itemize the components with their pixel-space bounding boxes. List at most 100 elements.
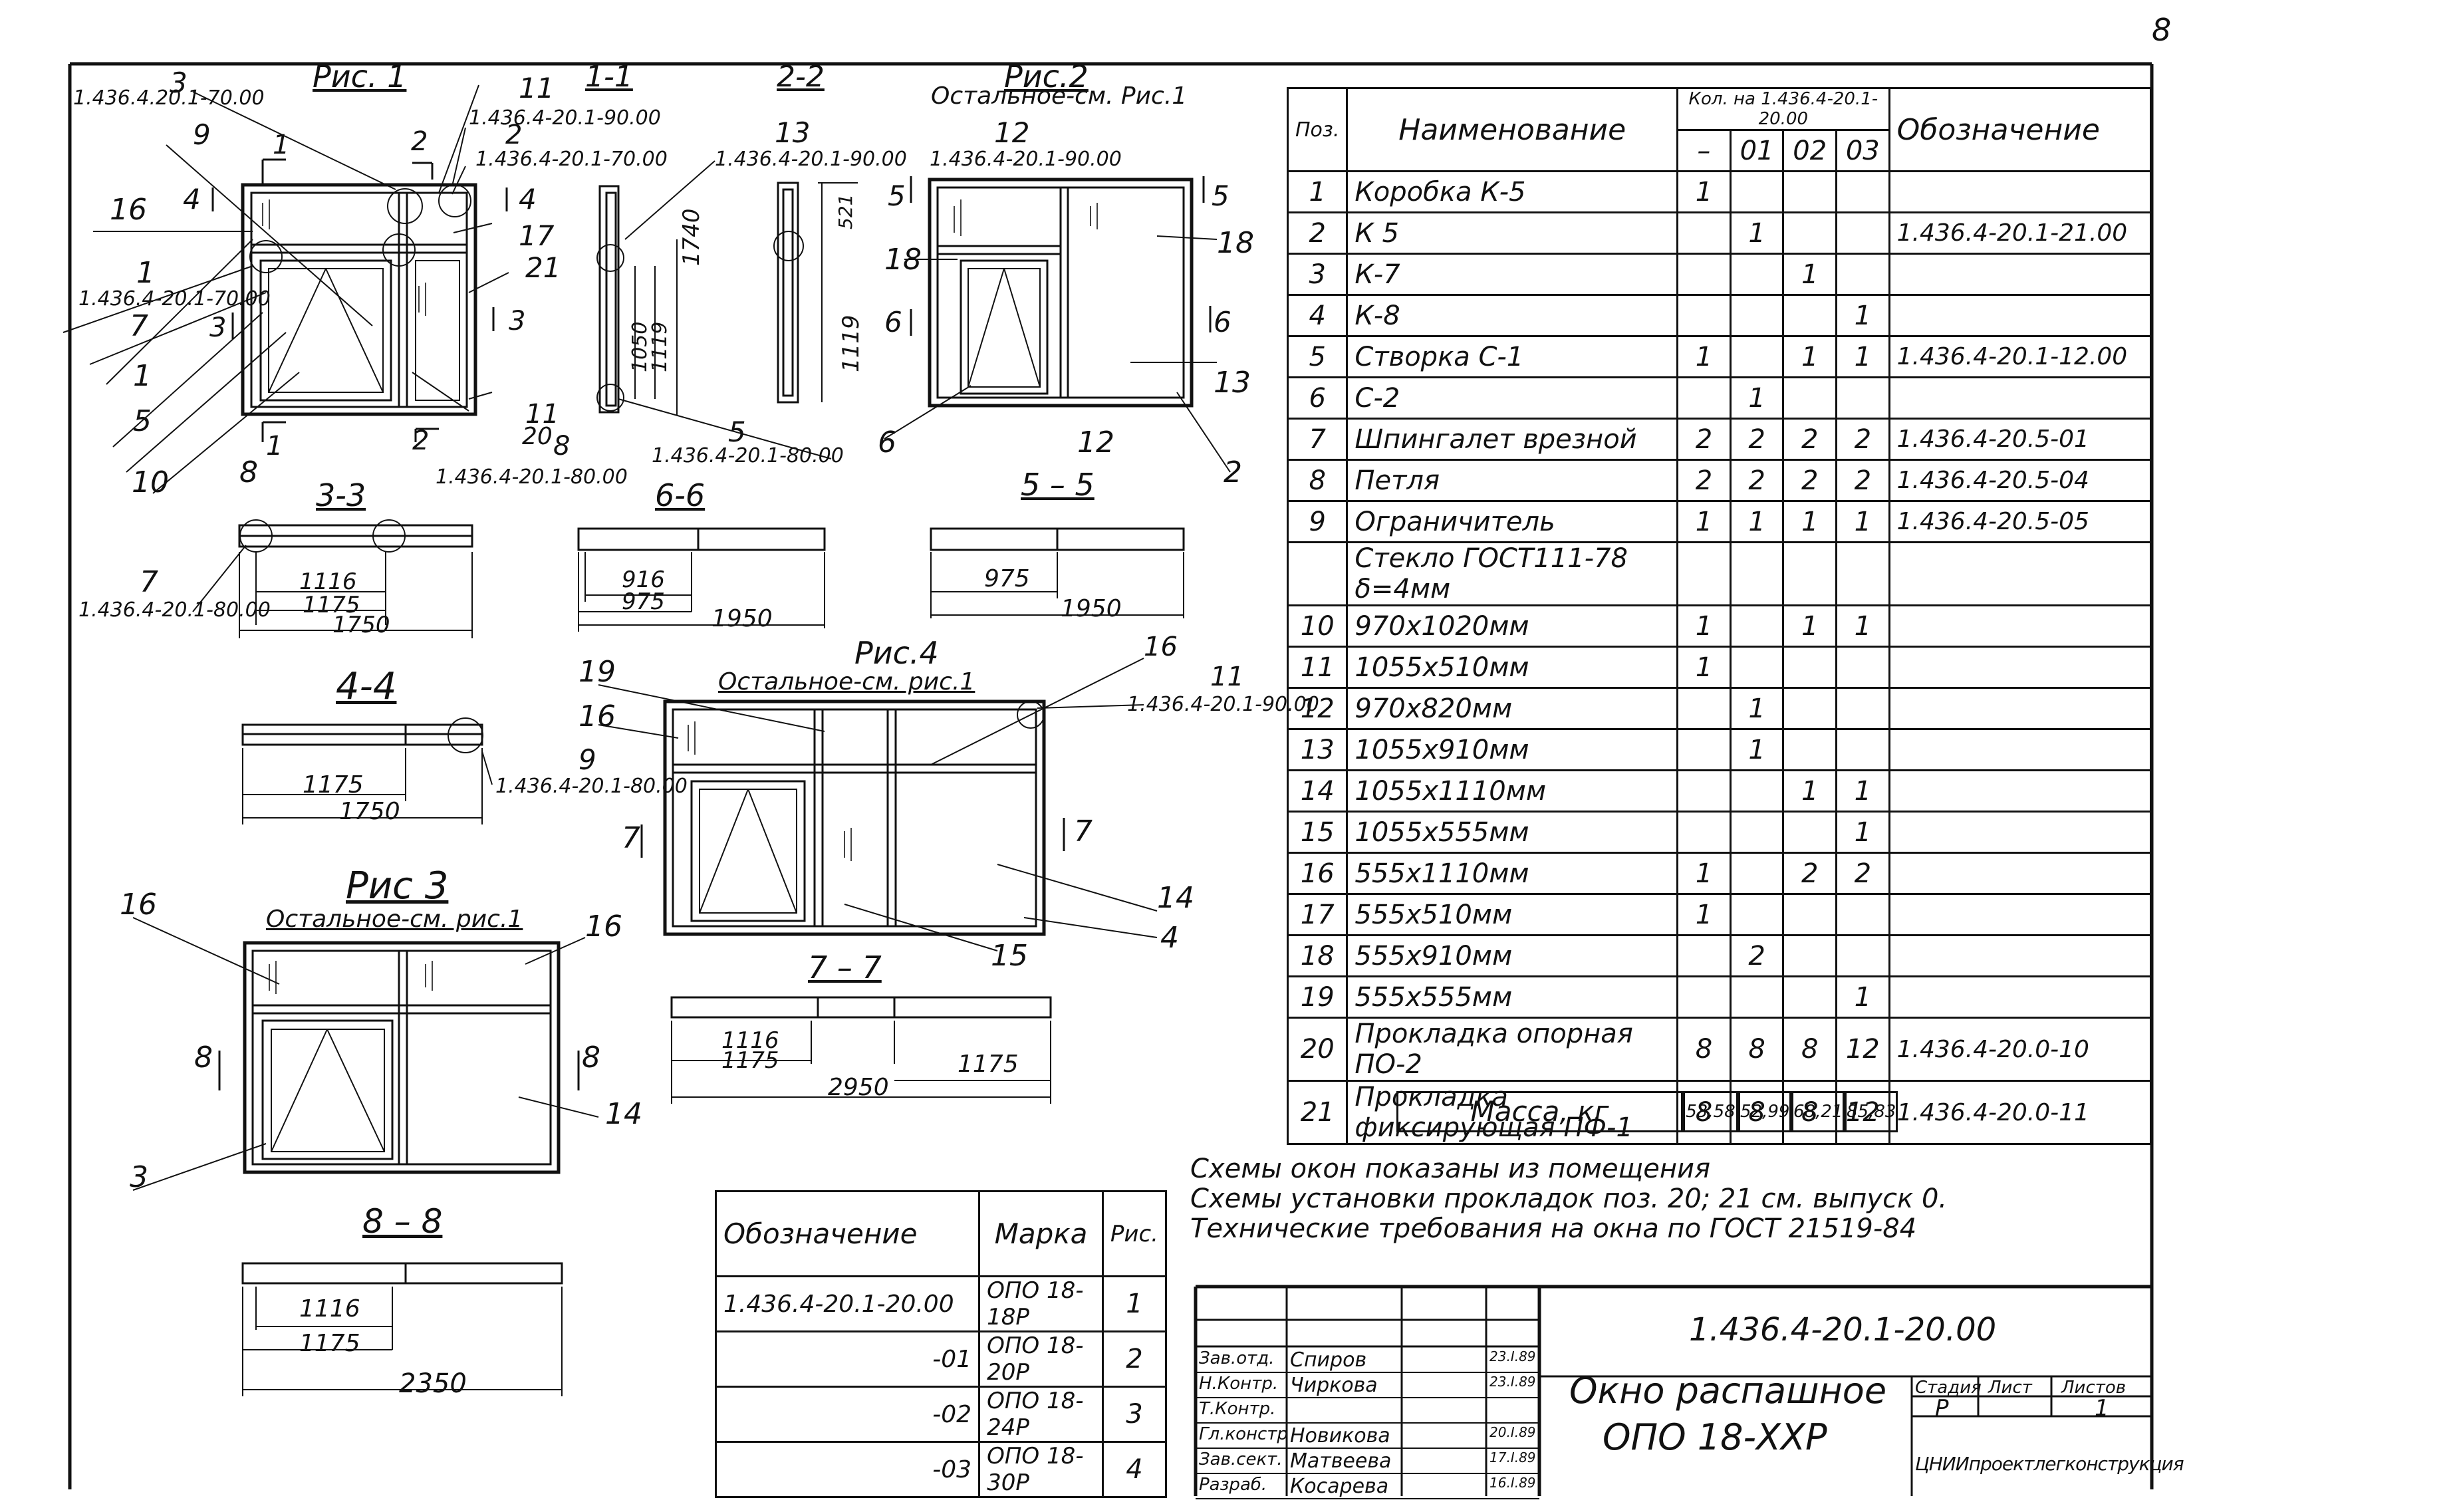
dim-1175: 1175 — [303, 592, 360, 618]
spec-cell-q2 — [1782, 811, 1837, 854]
stamp-row-divider — [1196, 1498, 1539, 1499]
callout-16-fig4: 16 — [579, 699, 616, 733]
spec-cell-q1 — [1729, 975, 1785, 1019]
spec-cell-name: 555x510мм — [1346, 893, 1679, 936]
spec-header-v3: 03 — [1835, 129, 1890, 172]
callout-ref-90: 1.436.4-20.1-90.00 — [469, 106, 661, 130]
stamp-role: Зав.сект. — [1199, 1449, 1283, 1469]
stamp-row-divider — [1196, 1422, 1539, 1424]
section-3-3-title: 3-3 — [316, 477, 366, 513]
sheet-title-line2: ОПО 18-ХХР — [1603, 1416, 1827, 1458]
spec-cell-q1: 1 — [1729, 376, 1785, 420]
spec-cell-q0: 1 — [1676, 893, 1732, 936]
spec-cell-name: К 5 — [1346, 211, 1679, 255]
spec-cell-q3: 1 — [1835, 294, 1890, 337]
spec-cell-q1: 2 — [1729, 418, 1785, 461]
spec-cell-pos: 3 — [1286, 253, 1349, 296]
spec-cell-q2 — [1782, 893, 1837, 936]
spec-cell-q3: 12 — [1835, 1017, 1890, 1082]
section-3-3-drawing — [192, 519, 473, 638]
spec-cell-q0 — [1676, 294, 1732, 337]
callout-13: 13 — [775, 116, 811, 149]
dim-1175c: 1175 — [721, 1047, 779, 1074]
callout-11-fig4: 11 — [1210, 662, 1244, 692]
section-7-7-drawing — [670, 996, 1052, 1104]
stamp-role: Н.Контр. — [1199, 1374, 1279, 1394]
dim-521: 521 — [835, 193, 856, 229]
spec-cell-pos: 12 — [1286, 687, 1349, 730]
callout-3-mark: 3 — [209, 313, 227, 343]
spec-cell-q3: 2 — [1835, 459, 1890, 502]
callout-16-fig3: 16 — [120, 888, 157, 922]
note-3: Технические требования на окна по ГОСТ 2… — [1190, 1213, 1917, 1244]
fig2-title: Рис.2 — [1004, 59, 1089, 94]
stamp-role: Гл.констр — [1199, 1424, 1288, 1444]
spec-cell-q0: 1 — [1676, 604, 1732, 648]
spec-cell-q1: 2 — [1729, 934, 1785, 977]
sheet-label: Лист — [1988, 1378, 2032, 1398]
spec-cell-des — [1888, 893, 2152, 936]
spec-table: Поз. Наименование Кол. на 1.436.4-20.1-2… — [1286, 87, 2152, 1145]
spec-cell-des — [1888, 604, 2152, 648]
spec-cell-pos: 1 — [1286, 170, 1349, 213]
stamp-role: Т.Контр. — [1199, 1399, 1276, 1419]
spec-cell-q3: 2 — [1835, 852, 1890, 895]
spec-cell-name: К-7 — [1346, 253, 1679, 296]
callout-10: 10 — [132, 465, 169, 499]
stamp-role: Разраб. — [1199, 1475, 1267, 1495]
spec-cell-q0: 1 — [1676, 335, 1732, 378]
stage-value: Р — [1935, 1395, 1949, 1422]
spec-cell-q2: 1 — [1782, 253, 1837, 296]
spec-cell-des — [1888, 934, 2152, 977]
section-6-6-title: 6-6 — [655, 477, 706, 513]
spec-cell-q3 — [1835, 376, 1890, 420]
marks-cell-fig: 4 — [1101, 1441, 1168, 1498]
stamp-row-divider — [1196, 1473, 1539, 1474]
callout-8-right: 8 — [553, 431, 571, 461]
spec-cell-name: 1055x510мм — [1346, 646, 1679, 689]
callout-3-right: 3 — [509, 306, 526, 336]
spec-cell-q3: 1 — [1835, 335, 1890, 378]
stamp-date: 20.I.89 — [1489, 1424, 1536, 1440]
spec-cell-pos: 6 — [1286, 376, 1349, 420]
spec-cell-q0 — [1676, 975, 1732, 1019]
marks-cell-des: -03 — [714, 1441, 981, 1498]
fig2-window — [884, 176, 1231, 473]
spec-header-designation: Обозначение — [1888, 87, 2152, 172]
callout-ref-70c: 1.436.4-20.1-70.00 — [78, 287, 271, 311]
spec-cell-q1: 1 — [1729, 211, 1785, 255]
dim-1175d: 1175 — [958, 1051, 1019, 1078]
sheets-label: Листов — [2061, 1378, 2127, 1398]
callout-14-fig3: 14 — [605, 1097, 642, 1131]
spec-cell-name: Прокладка опорная ПО-2 — [1346, 1017, 1679, 1082]
spec-cell-q2: 2 — [1782, 459, 1837, 502]
stamp-name: Косарева — [1290, 1475, 1389, 1498]
spec-cell-pos: 16 — [1286, 852, 1349, 895]
spec-cell-des — [1888, 852, 2152, 895]
spec-cell-des: 1.436.4-20.1-12.00 — [1888, 335, 2152, 378]
dim-1175b: 1175 — [303, 771, 364, 799]
stamp-name: Спиров — [1290, 1348, 1367, 1372]
callout-ref-90b: 1.436.4-20.1-90.00 — [715, 148, 907, 171]
spec-cell-name: К-8 — [1346, 294, 1679, 337]
section-4-4-drawing — [241, 717, 493, 824]
section-1-1-drawing — [596, 160, 832, 459]
fig1-window — [63, 84, 509, 494]
spec-cell-q0: 8 — [1676, 1080, 1732, 1145]
marks-header-designation: Обозначение — [714, 1190, 981, 1277]
dim-975b: 975 — [984, 565, 1030, 592]
fig4-title: Рис.4 — [854, 635, 939, 671]
callout-7-fig4-right: 7 — [1074, 815, 1093, 848]
dim-1740: 1740 — [678, 208, 705, 266]
mass-v1: 52,99 — [1738, 1091, 1791, 1132]
mass-v2: 68,21 — [1791, 1091, 1845, 1132]
spec-cell-q1 — [1729, 294, 1785, 337]
spec-cell-q3 — [1835, 253, 1890, 296]
